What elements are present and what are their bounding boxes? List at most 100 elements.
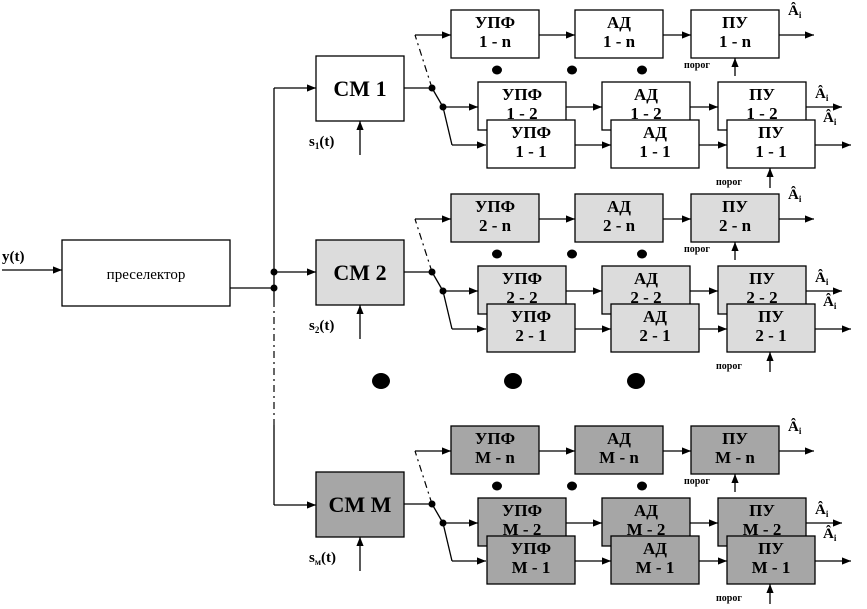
amplitude-detector-block-title: АД [607, 197, 631, 216]
threshold-label: порог [684, 244, 710, 255]
output-label: Âi [815, 501, 829, 519]
bandpass-filter-block-index: 1 - n [479, 32, 512, 51]
decision-device-block-title: ПУ [722, 13, 748, 32]
reference-signal-label: s1(t) [309, 134, 334, 151]
amplitude-detector-block [574, 193, 664, 243]
output-label: Âi [815, 85, 829, 103]
bandpass-filter-block-index: 2 - 1 [515, 326, 546, 345]
output-label: Âi [788, 2, 802, 20]
ellipsis-dot [567, 65, 577, 75]
decision-device-block-index: 2 - n [719, 216, 752, 235]
bandpass-filter-block-title: УПФ [511, 307, 551, 326]
decision-device-block [690, 425, 780, 475]
bandpass-filter-block-index: 2 - n [479, 216, 512, 235]
amplitude-detector-block-index: 2 - n [603, 216, 636, 235]
bandpass-filter-block [486, 535, 576, 585]
ellipsis-dot [567, 481, 577, 491]
decision-device-block-index: 2 - 2 [746, 288, 777, 307]
amplitude-detector-block-title: АД [643, 539, 667, 558]
output-label: Âi [823, 109, 837, 127]
amplitude-detector-block-index: 2 - 1 [639, 326, 670, 345]
decision-device-block-index: М - 1 [752, 558, 791, 577]
ellipsis-dot [504, 373, 522, 389]
preselector-block [61, 239, 231, 307]
bandpass-filter-block [450, 425, 540, 475]
output-label: Âi [788, 186, 802, 204]
decision-device-block-title: ПУ [758, 539, 784, 558]
decision-device-block [690, 9, 780, 59]
ellipsis-dot [637, 249, 647, 259]
reference-signal-label: s2(t) [309, 318, 334, 335]
input-label: y(t) [2, 249, 25, 265]
bandpass-filter-block-title: УПФ [511, 539, 551, 558]
reference-signal-label: sм(t) [309, 550, 336, 567]
amplitude-detector-block-title: АД [634, 501, 658, 520]
decision-device-block-title: ПУ [722, 429, 748, 448]
bandpass-filter-block-title: УПФ [502, 269, 542, 288]
threshold-label: порог [716, 177, 742, 188]
fanout-line [442, 106, 453, 146]
bandpass-filter-block-index: М - n [475, 448, 515, 467]
bandpass-filter-block-index: М - 1 [512, 558, 551, 577]
junction-dot [270, 284, 278, 292]
decision-device-block-title: ПУ [758, 123, 784, 142]
output-label: Âi [823, 525, 837, 543]
amplitude-detector-block-index: М - 1 [636, 558, 675, 577]
ellipsis-dot [492, 481, 502, 491]
decision-device-block-index: 1 - n [719, 32, 752, 51]
ellipsis-dot [567, 249, 577, 259]
fanout-dashed [414, 450, 433, 505]
decision-device-block-title: ПУ [749, 501, 775, 520]
threshold-label: порог [684, 476, 710, 487]
threshold-label: порог [716, 361, 742, 372]
mixer-label: СМ М [329, 492, 392, 517]
decision-device-block-index: 1 - 2 [746, 104, 777, 123]
ellipsis-dot [492, 65, 502, 75]
amplitude-detector-block [610, 535, 700, 585]
amplitude-detector-block [610, 119, 700, 169]
output-label: Âi [788, 418, 802, 436]
decision-device-block [726, 303, 816, 353]
bandpass-filter-block-index: 1 - 1 [515, 142, 546, 161]
amplitude-detector-block [610, 303, 700, 353]
ellipsis-dot [637, 65, 647, 75]
decision-device-block-title: ПУ [749, 269, 775, 288]
fanout-dashed [414, 218, 433, 273]
amplitude-detector-block [574, 425, 664, 475]
decision-device-block-index: М - n [715, 448, 755, 467]
bandpass-filter-block [450, 193, 540, 243]
amplitude-detector-block-title: АД [607, 429, 631, 448]
amplitude-detector-block-title: АД [643, 307, 667, 326]
amplitude-detector-block-index: 1 - n [603, 32, 636, 51]
bandpass-filter-block-index: 2 - 2 [506, 288, 537, 307]
mixer-label: СМ 1 [333, 76, 386, 101]
fanout-line [442, 290, 453, 330]
bandpass-filter-block [486, 119, 576, 169]
amplitude-detector-block-index: 2 - 2 [630, 288, 661, 307]
fanout-line [431, 271, 444, 292]
bandpass-filter-block-title: УПФ [475, 197, 515, 216]
amplitude-detector-block-title: АД [634, 269, 658, 288]
ellipsis-dot [372, 373, 390, 389]
preselector-label: преселектор [107, 267, 186, 283]
amplitude-detector-block-index: 1 - 2 [630, 104, 661, 123]
output-label: Âi [815, 269, 829, 287]
ellipsis-dot [627, 373, 645, 389]
fanout-line [442, 522, 453, 562]
bandpass-filter-block [486, 303, 576, 353]
mixer-label: СМ 2 [333, 260, 386, 285]
amplitude-detector-block-index: М - n [599, 448, 639, 467]
fanout-dashed [414, 34, 433, 89]
threshold-label: порог [684, 60, 710, 71]
decision-device-block [726, 119, 816, 169]
decision-device-block-title: ПУ [749, 85, 775, 104]
decision-device-block-title: ПУ [722, 197, 748, 216]
decision-device-block-index: 1 - 1 [755, 142, 786, 161]
amplitude-detector-block-index: 1 - 1 [639, 142, 670, 161]
bandpass-filter-block-title: УПФ [502, 501, 542, 520]
bandpass-filter-block-index: М - 2 [503, 520, 542, 539]
fanout-line [431, 503, 444, 524]
